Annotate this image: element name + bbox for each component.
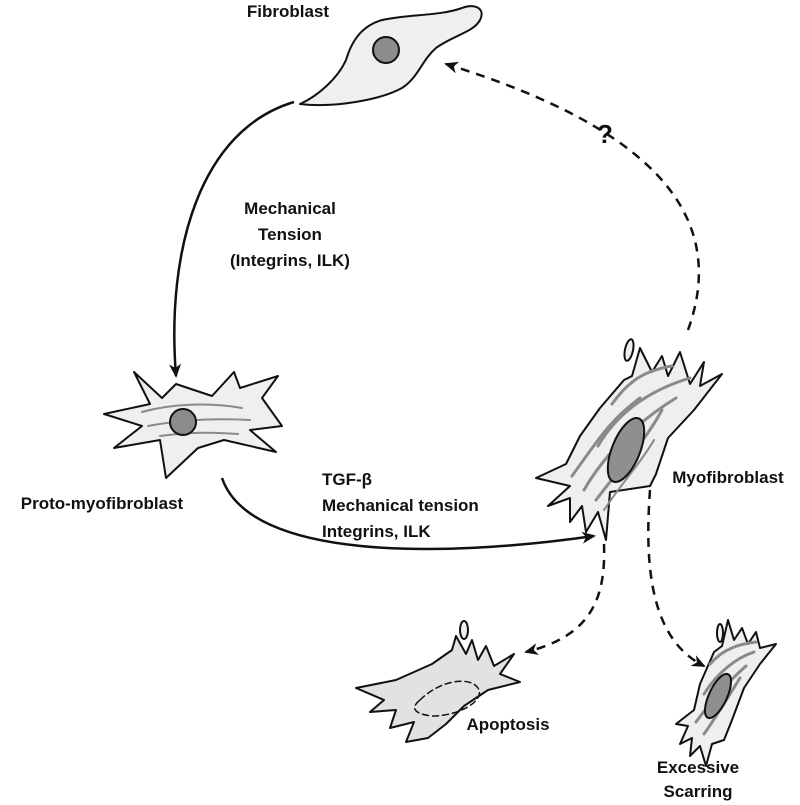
arrow-myo-to-apoptosis [524,543,606,655]
proto-fiber-1 [141,403,243,413]
apoptosis-label: Apoptosis [466,715,549,734]
proto-fiber-2 [147,418,251,427]
arrow-fibroblast-to-proto [169,100,295,378]
fibroblast-nucleus [372,36,400,64]
proto-nucleus [169,408,197,436]
arrow-myo-to-scarring [647,489,706,668]
scarring-cell [675,619,777,767]
fibroblast-label: Fibroblast [247,2,330,21]
fibroblast-cell [299,5,483,107]
scarring-label-line1: Excessive [657,758,739,777]
proto-myofibroblast-label: Proto-myofibroblast [21,494,184,513]
arrow2-label-line2: Mechanical tension [322,496,479,515]
proto-fiber-3 [159,431,239,437]
myofibroblast-nucleus [606,417,646,483]
arrow1-label-line2: Tension [258,225,322,244]
arrow2-label-line3: Integrins, ILK [322,522,431,541]
question-mark-label: ? [597,119,613,149]
proto-myofibroblast-cell [103,371,283,479]
arrow-myo-to-fibroblast [444,61,701,331]
myofibroblast-cell [535,338,723,541]
myofibroblast-label: Myofibroblast [672,468,784,487]
scarring-nucleus [703,672,733,720]
apoptosis-cell [355,620,521,743]
arrow-proto-to-myo [220,477,596,551]
arrow1-label-line3: (Integrins, ILK) [230,251,350,270]
arrow1-label-line1: Mechanical [244,199,336,218]
scarring-label-line2: Scarring [664,782,733,801]
arrow2-label-line1: TGF-β [322,470,372,489]
